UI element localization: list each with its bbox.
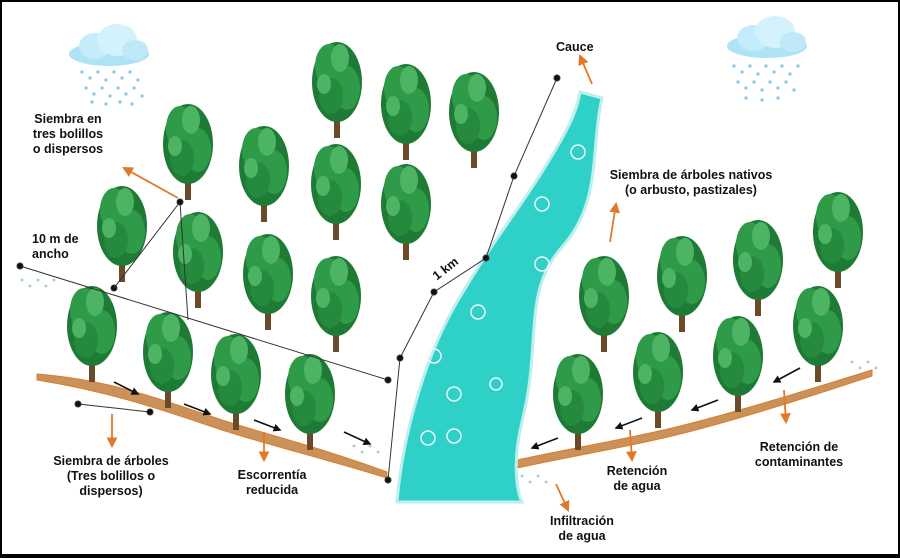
- label-retencion-contaminantes: Retención de contaminantes: [754, 440, 844, 469]
- label-cauce: Cauce: [556, 40, 594, 54]
- tree-icon-group-front-left: [67, 286, 335, 450]
- measurement-lines: [16, 74, 561, 484]
- runoff-arrows-right: [530, 367, 801, 450]
- river-swirls: [420, 144, 586, 446]
- label-escorrentia: Escorrentía reducida: [237, 468, 307, 497]
- callout-arrows: [106, 54, 791, 512]
- label-siembra-tres-bolillos: Siembra en tres bolillos o dispersos: [32, 112, 104, 156]
- soil-right: [516, 369, 873, 469]
- rain-icon-right: [732, 64, 800, 102]
- label-infiltracion: Infiltración de agua: [550, 514, 614, 543]
- label-retencion-agua: Retención de agua: [606, 464, 668, 493]
- label-siembra-arboles: Siembra de árboles (Tres bolillos o disp…: [53, 454, 169, 498]
- cloud-icon-right: [727, 16, 807, 58]
- mist-dots: [20, 278, 878, 484]
- tree-icon-group-back: [97, 42, 499, 352]
- rain-icon-left: [80, 70, 144, 106]
- label-siembra-nativos: Siembra de árboles nativos (o arbusto, p…: [609, 168, 773, 197]
- runoff-arrows-left: [113, 381, 372, 445]
- cloud-icon-left: [69, 24, 149, 66]
- label-ancho: 10 m de ancho: [32, 232, 79, 261]
- tree-icon-group-right: [553, 192, 863, 450]
- river-icon: [395, 90, 604, 504]
